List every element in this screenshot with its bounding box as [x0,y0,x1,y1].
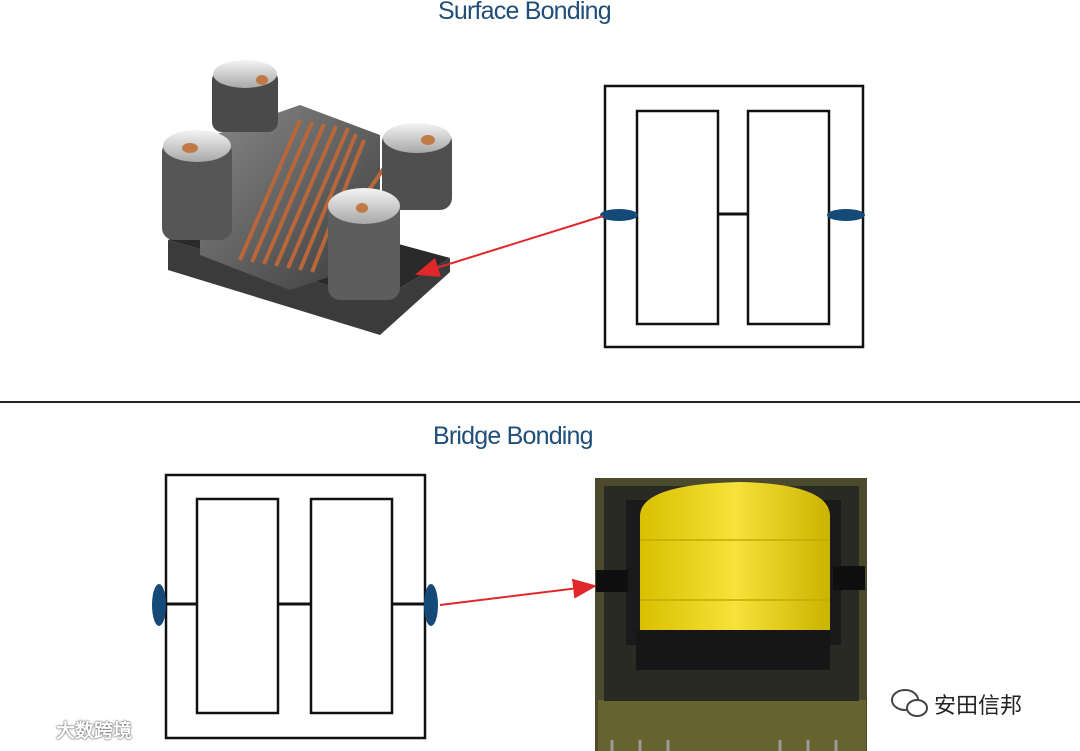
bridge-bonding-title: Bridge Bonding [433,422,594,450]
watermark-left: 大数跨境 [56,720,133,742]
core-outline [164,473,427,740]
bridge-dot-right [424,584,438,626]
bond-dot-left [600,209,638,221]
transformer-photo [595,478,867,751]
bridge-dot-left [152,584,166,626]
surface-arrow [415,215,604,277]
core-outline [603,84,865,349]
bridge-arrow [439,578,597,606]
watermark-right: 安田信邦 [934,694,1023,719]
wechat-icon [891,689,928,717]
surface-bonding-title: Surface Bonding [438,0,612,25]
logo-icon [12,718,52,737]
bond-dot-right [827,209,865,221]
surface-mount-inductor-illustration [162,60,452,335]
bridge-bonding-schematic [164,473,427,740]
left-window [195,497,280,715]
surface-bonding-schematic [603,84,865,349]
section-divider [0,401,1080,403]
right-window [309,497,394,715]
right-window [746,109,831,326]
left-window [635,109,720,326]
